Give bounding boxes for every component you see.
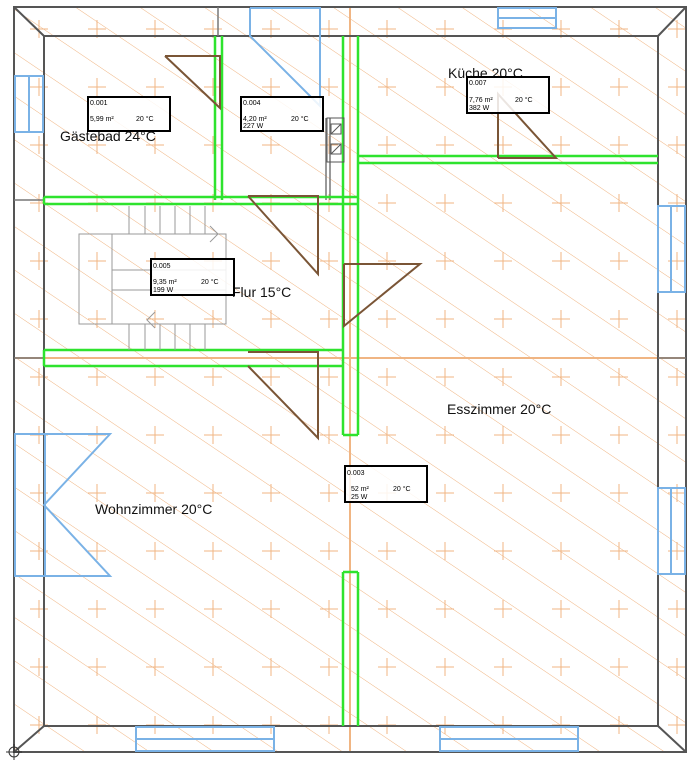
room-tag[interactable]: 0.001 5,99 m² 20 °C <box>87 96 171 132</box>
origin-marker <box>6 744 22 760</box>
room-tag[interactable]: 0.003 52 m² 20 °C 25 W <box>344 465 428 503</box>
room-tag[interactable]: 0.005 9,35 m² 20 °C 199 W <box>150 258 235 296</box>
room-tag-id: 0.001 <box>90 100 108 107</box>
room-tag-temp: 20 °C <box>291 115 309 123</box>
room-tag-temp: 20 °C <box>136 115 154 123</box>
interior-walls <box>14 7 686 359</box>
room-label-esszimmer: Esszimmer 20°C <box>447 401 551 417</box>
room-tag-power: 227 W <box>243 123 264 130</box>
doors <box>164 55 559 441</box>
room-tag[interactable]: 0.004 4,20 m² 20 °C 227 W <box>240 96 324 132</box>
room-tag-id: 0.004 <box>243 100 261 107</box>
room-tag-temp: 20 °C <box>393 485 411 493</box>
room-label-flur: Flur 15°C <box>232 284 291 300</box>
room-tag-area: 5,99 m² <box>90 116 114 123</box>
room-tag-area: 52 m² <box>351 486 370 493</box>
room-tag-id: 0.003 <box>347 470 365 477</box>
room-tag-power: 25 W <box>351 494 368 501</box>
room-tag-id: 0.007 <box>469 80 487 87</box>
windows <box>14 7 686 752</box>
room-tag[interactable]: 0.007 7,76 m² 20 °C 382 W <box>466 76 550 114</box>
room-tag-id: 0.005 <box>153 263 171 270</box>
room-tag-temp: 20 °C <box>515 96 533 104</box>
outer-walls <box>13 6 687 753</box>
room-tag-power: 199 W <box>153 287 174 294</box>
room-tag-area: 4,20 m² <box>243 116 267 123</box>
room-tag-area: 7,76 m² <box>469 97 493 104</box>
room-tag-power: 382 W <box>469 105 490 112</box>
room-label-wohnzimmer: Wohnzimmer 20°C <box>95 501 212 517</box>
room-tag-temp: 20 °C <box>201 278 219 286</box>
installation-box <box>326 117 345 163</box>
room-tag-area: 9,35 m² <box>153 279 177 286</box>
